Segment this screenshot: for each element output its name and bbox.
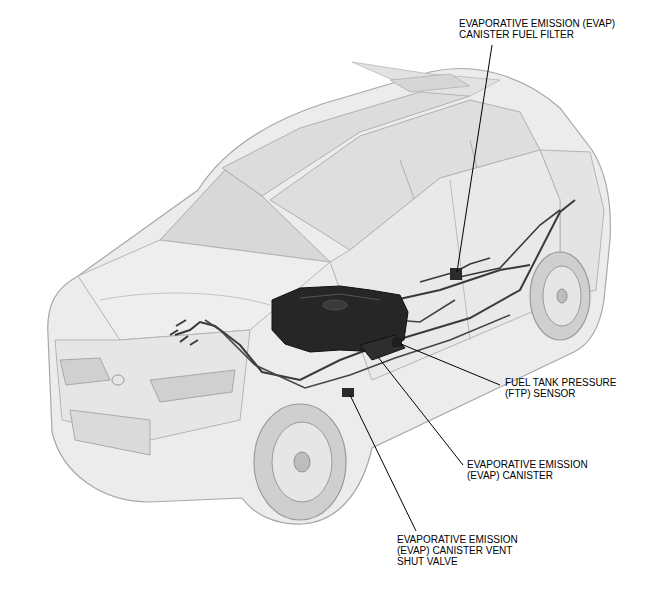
leader-lines xyxy=(350,45,500,531)
callout-label: EVAPORATIVE EMISSION (EVAP) CANISTER VEN… xyxy=(397,534,537,568)
callout-label: EVAPORATIVE EMISSION (EVAP) CANISTER xyxy=(467,459,607,481)
callout-label: FUEL TANK PRESSURE (FTP) SENSOR xyxy=(505,377,635,399)
callout-label: EVAPORATIVE EMISSION (EVAP) CANISTER FUE… xyxy=(459,18,645,40)
